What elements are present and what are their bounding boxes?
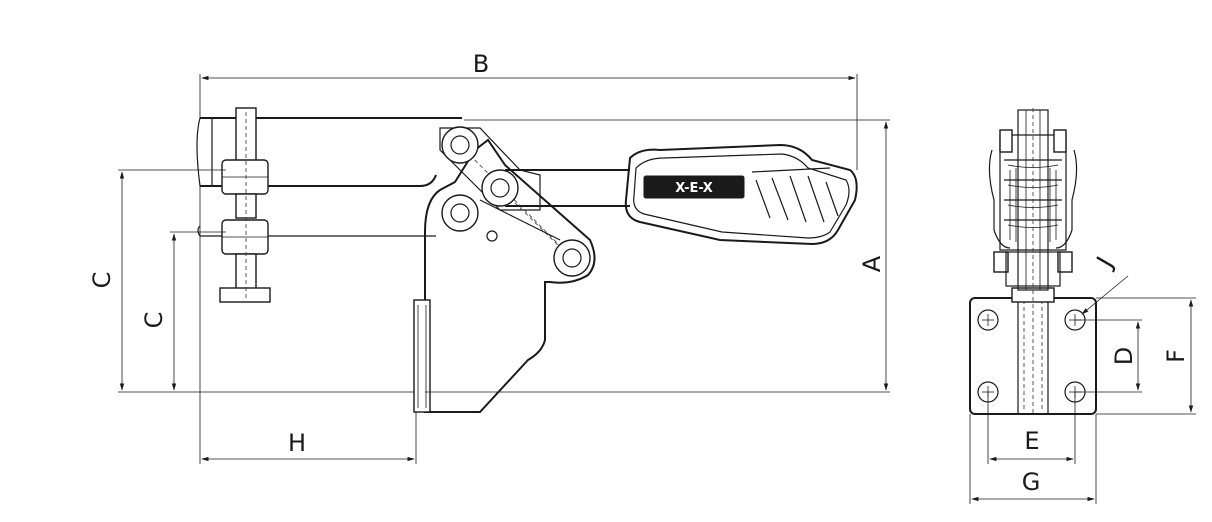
dimension-J: J (1081, 252, 1129, 315)
dimension-F: F (1096, 297, 1196, 415)
dimension-H: H (199, 392, 417, 464)
svg-text:C: C (140, 312, 168, 329)
svg-text:E: E (1024, 427, 1039, 455)
pivot-pins (441, 126, 591, 277)
dimension-C-inner: C (140, 231, 226, 391)
handle-logo-plate (643, 175, 745, 199)
handle-bar (505, 169, 630, 207)
dimension-A: A (464, 119, 890, 393)
front-view: D F E G J (969, 108, 1196, 504)
mounting-holes (977, 309, 1086, 403)
svg-text:F: F (1162, 349, 1190, 363)
svg-text:H: H (288, 429, 306, 457)
handle-grip: X-E-X (624, 143, 858, 246)
svg-text:D: D (1110, 347, 1138, 365)
handle-logo: X-E-X (675, 181, 713, 196)
svg-text:A: A (858, 255, 886, 272)
dimension-E: E (987, 392, 1076, 464)
side-view: X-E-X B A C C (88, 50, 890, 464)
base-frame (424, 138, 596, 413)
dimension-D: D (1075, 319, 1142, 393)
svg-text:B: B (473, 50, 489, 78)
svg-text:J: J (1090, 252, 1119, 274)
svg-text:G: G (1022, 468, 1041, 496)
mounting-plate (413, 299, 431, 413)
svg-text:C: C (88, 272, 116, 289)
front-spindle (988, 108, 1078, 414)
dimension-G: G (969, 414, 1097, 504)
spindle-assembly (219, 107, 271, 303)
dimension-C-outer: C (88, 169, 226, 391)
dimension-B: B (199, 50, 858, 170)
